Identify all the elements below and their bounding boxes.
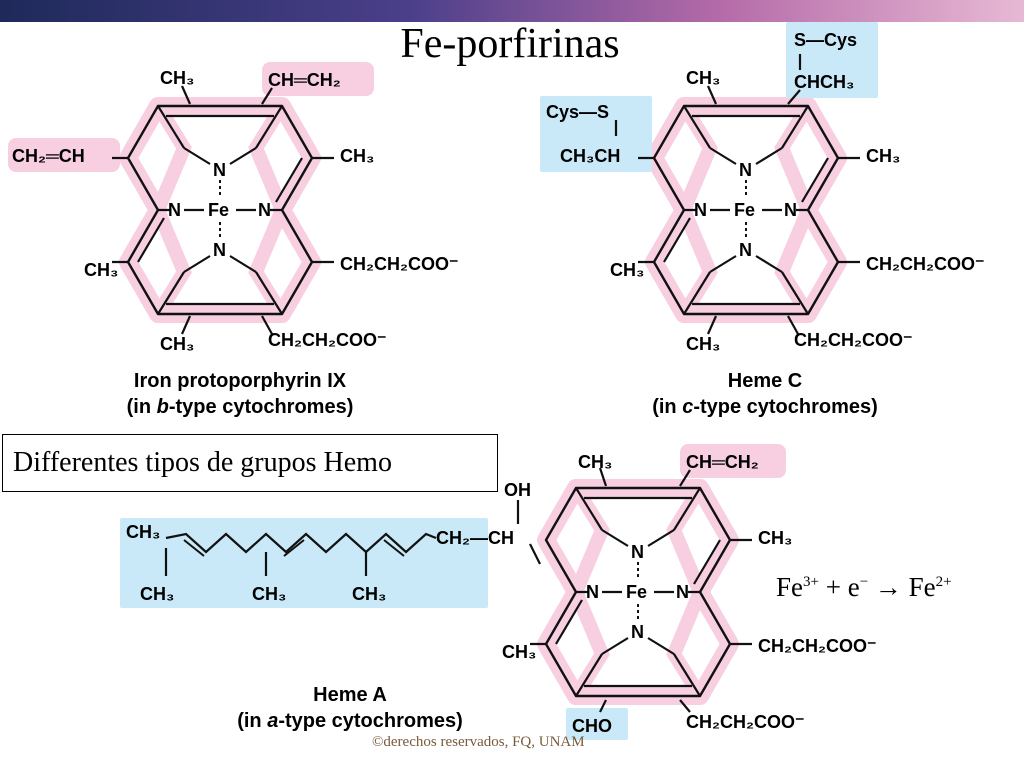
ch3-label: CH₃ bbox=[578, 452, 612, 472]
propionate-label: CH₂CH₂COO⁻ bbox=[866, 254, 985, 274]
ch3-label: CH₃ bbox=[160, 68, 194, 88]
nitrogen-label: N bbox=[631, 542, 644, 562]
heme-a-caption: Heme A (in a-type cytochromes) bbox=[180, 682, 520, 734]
vinyl-label: CH₂═CH bbox=[12, 146, 85, 166]
propionate-label: CH₂CH₂COO⁻ bbox=[794, 330, 913, 350]
ch3-label: CH₃ bbox=[340, 146, 374, 166]
caption-subtitle: (in a-type cytochromes) bbox=[237, 710, 463, 732]
subtitle-box: Differentes tipos de grupos Hemo bbox=[2, 434, 498, 492]
heme-c-structure: CH₃ S—Cys CHCH₃ Cys—S CH₃CH CH₃ CH₃ CH₂C… bbox=[540, 22, 985, 354]
nitrogen-label: N bbox=[784, 200, 797, 220]
ch3-label: CH₃ bbox=[84, 260, 118, 280]
ch3-label: CH₃ bbox=[140, 584, 174, 604]
nitrogen-label: N bbox=[168, 200, 181, 220]
ch2-ch-label: CH₂—CH bbox=[436, 528, 514, 548]
ch3-label: CH₃ bbox=[352, 584, 386, 604]
redox-equation: Fe3+ + e− → Fe2+ bbox=[776, 572, 952, 602]
ch3-label: CH₃ bbox=[686, 68, 720, 88]
caption-subtitle: (in c-type cytochromes) bbox=[652, 396, 878, 418]
nitrogen-label: N bbox=[213, 160, 226, 180]
slide-title: Fe-porfirinas bbox=[400, 21, 620, 67]
iron-label: Fe bbox=[208, 200, 229, 220]
chch3-label: CHCH₃ bbox=[794, 72, 854, 92]
copyright-note: ©derechos reservados, FQ, UNAM bbox=[372, 734, 585, 750]
nitrogen-label: N bbox=[213, 240, 226, 260]
ch3-label: CH₃ bbox=[252, 584, 286, 604]
nitrogen-label: N bbox=[694, 200, 707, 220]
caption-title: Heme A bbox=[313, 684, 387, 706]
ch3-label: CH₃ bbox=[610, 260, 644, 280]
s-cys-label: S—Cys bbox=[794, 30, 857, 50]
propionate-label: CH₂CH₂COO⁻ bbox=[758, 636, 877, 656]
ch3ch-label: CH₃CH bbox=[560, 146, 620, 166]
iron-label: Fe bbox=[626, 582, 647, 602]
heme-a-structure: CH₃ CH₃ CH₃ CH₃ CH₂—CH OH CH₃ CH═CH₂ CH₃… bbox=[120, 444, 877, 740]
propionate-label: CH₂CH₂COO⁻ bbox=[340, 254, 459, 274]
nitrogen-label: N bbox=[739, 160, 752, 180]
caption-subtitle: (in b-type cytochromes) bbox=[126, 396, 354, 418]
protoporphyrin-structure: CH₃ CH═CH₂ CH₂═CH CH₃ CH₃ CH₂CH₂COO⁻ CH₃… bbox=[8, 62, 459, 354]
iron-label: Fe bbox=[734, 200, 755, 220]
ch3-label: CH₃ bbox=[502, 642, 536, 662]
nitrogen-label: N bbox=[258, 200, 271, 220]
slide-subtitle: Differentes tipos de grupos Hemo bbox=[13, 447, 392, 478]
nitrogen-label: N bbox=[631, 622, 644, 642]
propionate-label: CH₂CH₂COO⁻ bbox=[268, 330, 387, 350]
protoporphyrin-caption: Iron protoporphyrin IX (in b-type cytoch… bbox=[60, 368, 420, 420]
nitrogen-label: N bbox=[676, 582, 689, 602]
propionate-label: CH₂CH₂COO⁻ bbox=[686, 712, 805, 732]
ch3-label: CH₃ bbox=[126, 522, 160, 542]
top-banner bbox=[0, 0, 1024, 22]
heme-c-caption: Heme C (in c-type cytochromes) bbox=[600, 368, 930, 420]
ch3-label: CH₃ bbox=[160, 334, 194, 354]
nitrogen-label: N bbox=[586, 582, 599, 602]
caption-title: Iron protoporphyrin IX bbox=[133, 370, 347, 392]
ch3-label: CH₃ bbox=[686, 334, 720, 354]
cys-s-label: Cys—S bbox=[546, 102, 609, 122]
vinyl-label: CH═CH₂ bbox=[268, 70, 341, 90]
ch3-label: CH₃ bbox=[758, 528, 792, 548]
caption-title: Heme C bbox=[727, 370, 803, 392]
nitrogen-label: N bbox=[739, 240, 752, 260]
formyl-label: CHO bbox=[572, 716, 612, 736]
ch3-label: CH₃ bbox=[866, 146, 900, 166]
hydroxyl-label: OH bbox=[504, 480, 531, 500]
vinyl-label: CH═CH₂ bbox=[686, 452, 759, 472]
